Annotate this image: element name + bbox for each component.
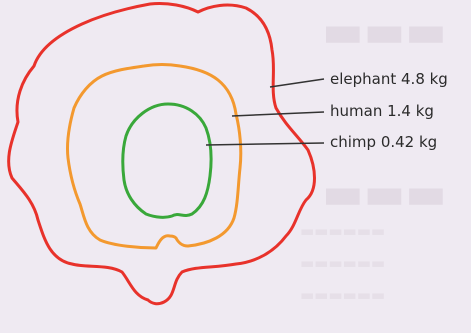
elephant-leader-line xyxy=(270,79,324,87)
chimp-brain-outline xyxy=(123,104,212,217)
chimp-leader-line xyxy=(206,143,324,145)
elephant-brain-outline xyxy=(9,3,315,303)
chimp-label: chimp 0.42 kg xyxy=(330,133,437,151)
elephant-label: elephant 4.8 kg xyxy=(330,70,448,88)
human-brain-outline xyxy=(67,65,240,249)
human-label: human 1.4 kg xyxy=(330,102,434,120)
